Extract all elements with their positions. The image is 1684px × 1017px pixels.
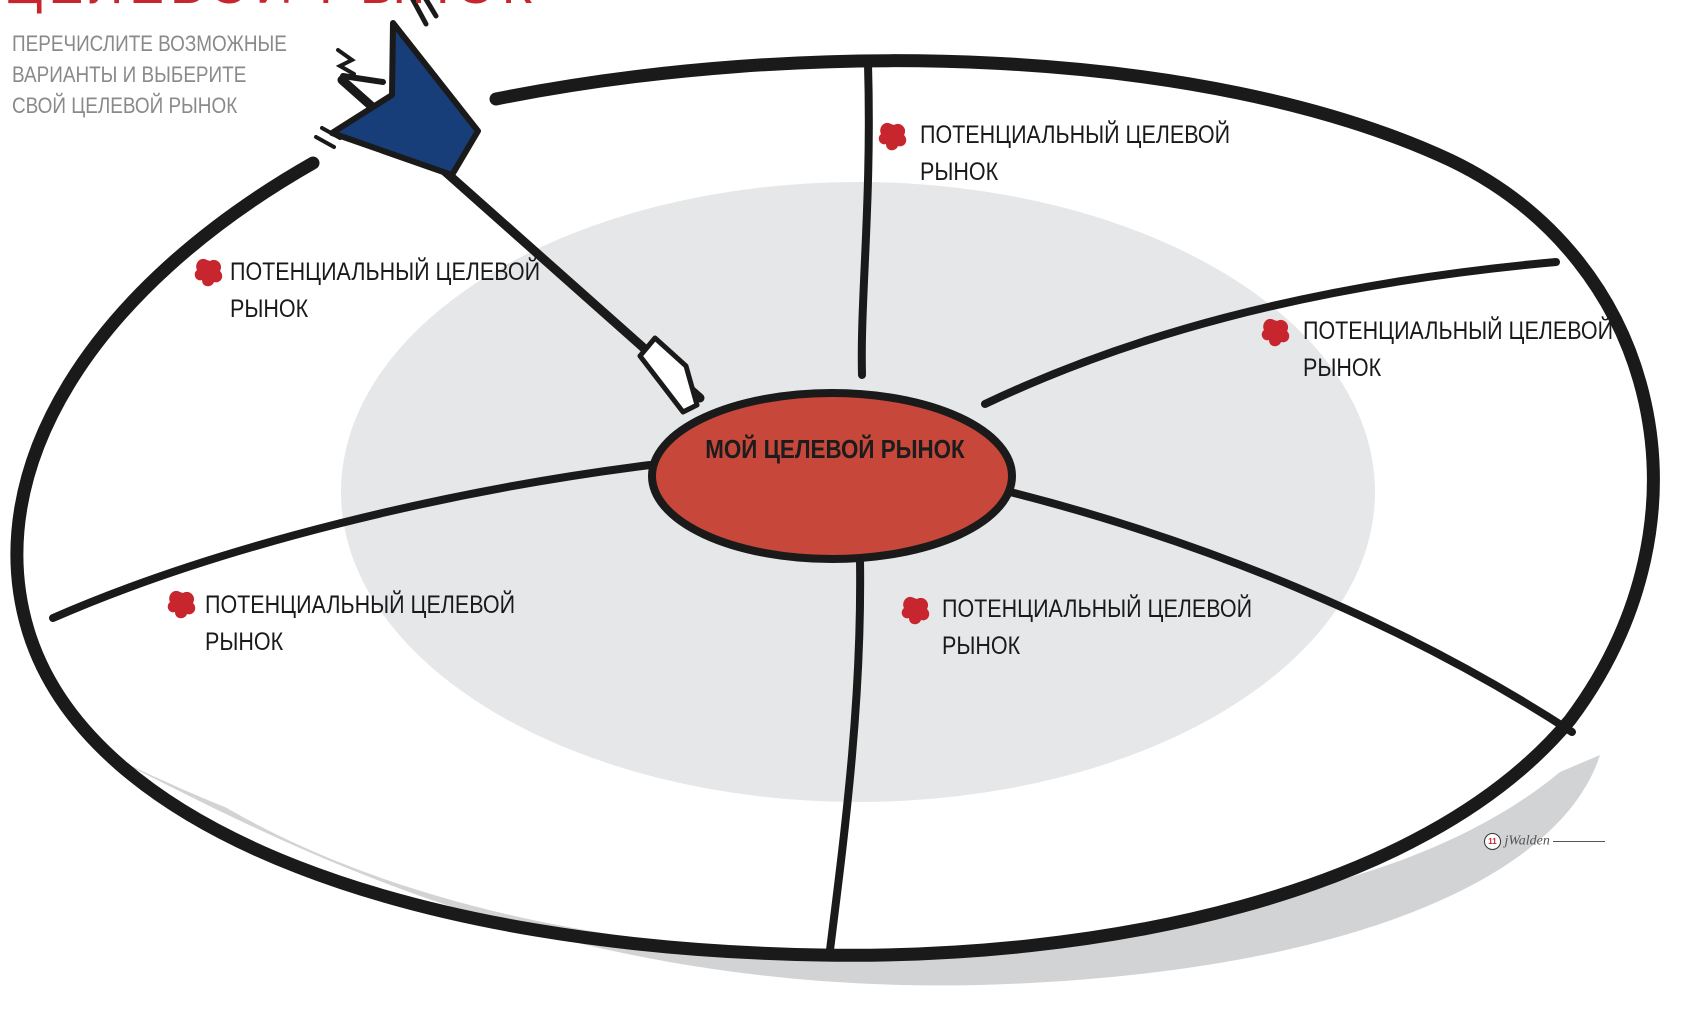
red-ink-blot-icon — [167, 590, 196, 619]
segment-label-line: РЫНОК — [942, 632, 1021, 660]
signature-underline — [1553, 841, 1606, 842]
segment-label-line: РЫНОК — [920, 158, 999, 186]
segment-label-line: РЫНОК — [230, 295, 309, 323]
segment-label-line: ПОТЕНЦИАЛЬНЫЙ ЦЕЛЕВОЙ — [920, 121, 1231, 149]
dart-arrow-icon — [314, 0, 705, 415]
bullseye — [648, 389, 1016, 563]
instructions: ПЕРЕЧИСЛИТЕ ВОЗМОЖНЫЕ ВАРИАНТЫ И ВЫБЕРИТ… — [12, 28, 287, 121]
target-shadow — [88, 745, 1600, 986]
signature-badge: 11 — [1484, 833, 1501, 850]
segment-label-line: ПОТЕНЦИАЛЬНЫЙ ЦЕЛЕВОЙ — [942, 595, 1253, 623]
red-ink-blot-icon — [901, 596, 930, 625]
signature-text: jWalden — [1504, 833, 1550, 849]
segment-label-line: РЫНОК — [205, 628, 284, 656]
segment-label-top-right: ПОТЕНЦИАЛЬНЫЙ ЦЕЛЕВОЙ РЫНОК — [920, 117, 1230, 191]
segment-dividers — [49, 60, 1576, 954]
segment-label-line: ПОТЕНЦИАЛЬНЫЙ ЦЕЛЕВОЙ — [1303, 317, 1614, 345]
segment-label-bottom-left: ПОТЕНЦИАЛЬНЫЙ ЦЕЛЕВОЙ РЫНОК — [205, 587, 515, 661]
segment-label-line: ПОТЕНЦИАЛЬНЫЙ ЦЕЛЕВОЙ — [205, 591, 516, 619]
red-ink-blot-icon — [194, 258, 223, 287]
instructions-line: СВОЙ ЦЕЛЕВОЙ РЫНОК — [12, 93, 238, 118]
page-title: ЦЕЛЕВОЙ РЫНОК — [4, 0, 538, 16]
segment-label-top-left: ПОТЕНЦИАЛЬНЫЙ ЦЕЛЕВОЙ РЫНОК — [230, 254, 540, 328]
segment-label-bottom-right: ПОТЕНЦИАЛЬНЫЙ ЦЕЛЕВОЙ РЫНОК — [942, 591, 1252, 665]
segment-label-right: ПОТЕНЦИАЛЬНЫЙ ЦЕЛЕВОЙ РЫНОК — [1303, 313, 1613, 387]
instructions-line: ВАРИАНТЫ И ВЫБЕРИТЕ — [12, 62, 247, 87]
instructions-line: ПЕРЕЧИСЛИТЕ ВОЗМОЖНЫЕ — [12, 31, 287, 56]
center-label: МОЙ ЦЕЛЕВОЙ РЫНОК — [705, 434, 965, 464]
signature: 11 jWalden — [1484, 833, 1606, 850]
segment-label-line: ПОТЕНЦИАЛЬНЫЙ ЦЕЛЕВОЙ — [230, 258, 541, 286]
segment-label-line: РЫНОК — [1303, 354, 1382, 382]
red-ink-blot-icon — [1261, 318, 1290, 347]
red-ink-blot-icon — [878, 122, 907, 151]
outer-ring-outline — [10, 54, 1660, 962]
